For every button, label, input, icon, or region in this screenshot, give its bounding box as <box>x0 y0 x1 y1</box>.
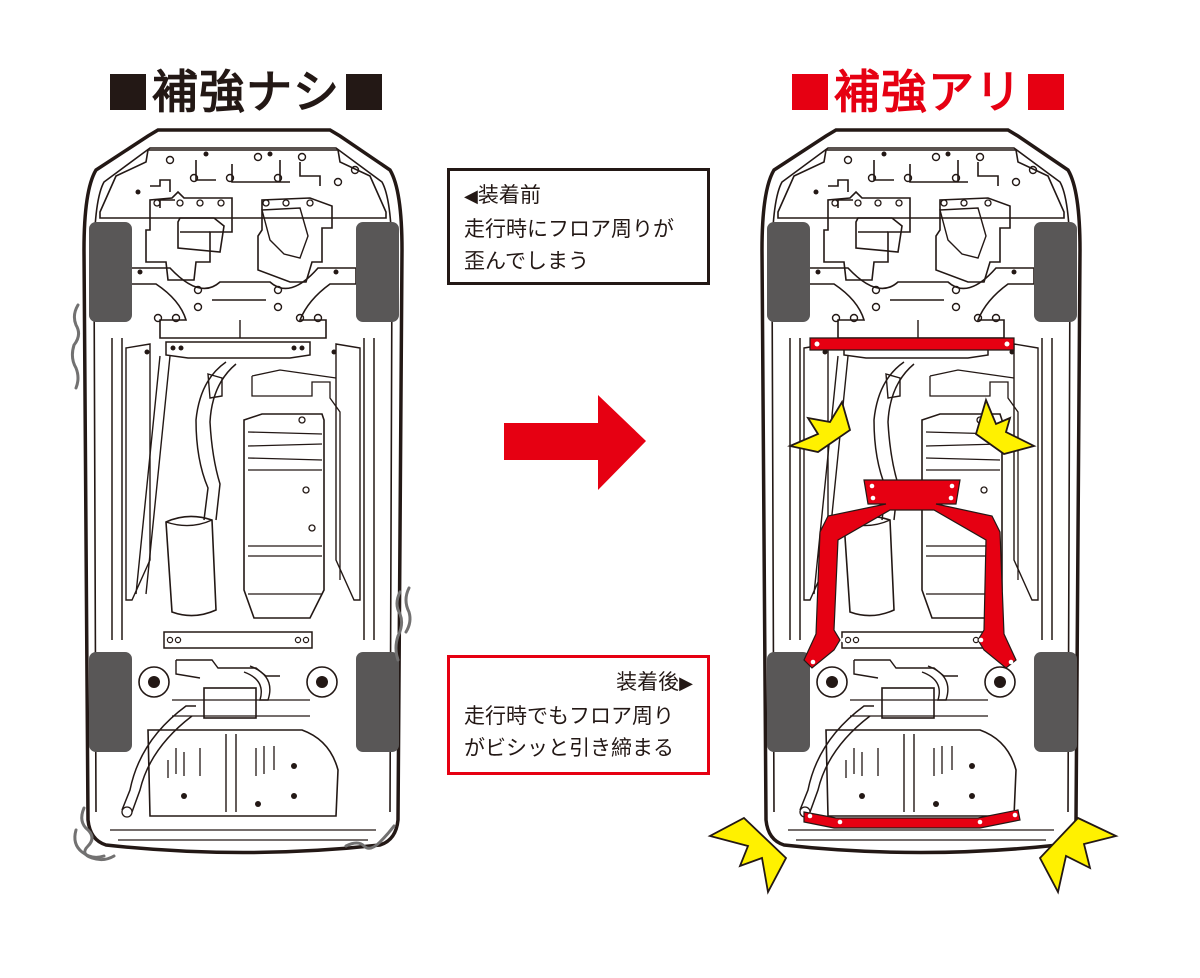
car-underbody-without-reinforcement <box>82 128 404 855</box>
burst-icon <box>787 399 852 453</box>
left-triangle-icon: ◀ <box>464 186 478 207</box>
heading-text: 補強ナシ <box>152 65 340 119</box>
reinforcement-braces <box>803 337 1021 829</box>
heading-text: 補強アリ <box>834 65 1022 119</box>
note-line: 走行時でもフロア周り <box>464 704 674 728</box>
note-after-install: 装着後▶ 走行時でもフロア周り がビシッと引き締まる <box>447 655 710 775</box>
burst-icon <box>974 397 1037 455</box>
square-bullet-icon <box>792 74 828 110</box>
note-before-install: ◀装着前 走行時にフロア周りが 歪んでしまう <box>447 168 710 285</box>
note-line: がビシッと引き締まる <box>464 736 674 760</box>
center-h-brace <box>803 479 1017 669</box>
square-bullet-icon <box>110 74 146 110</box>
right-triangle-icon: ▶ <box>679 673 693 694</box>
right-arrow-icon <box>504 395 646 490</box>
square-bullet-icon <box>1028 74 1064 110</box>
burst-icon <box>707 816 788 895</box>
heading-with-reinforcement: 補強アリ <box>786 62 1070 122</box>
rear-floor-bar <box>803 809 1021 829</box>
note-line: 走行時にフロア周りが <box>464 217 674 241</box>
rigidity-highlight-bursts <box>707 397 1119 895</box>
heading-without-reinforcement: 補強ナシ <box>104 62 388 122</box>
front-floor-bar <box>809 337 1015 351</box>
note-title: 装着前 <box>477 183 541 207</box>
note-line: 歪んでしまう <box>464 249 589 273</box>
note-title: 装着後 <box>616 670 680 694</box>
burst-icon <box>1038 816 1119 895</box>
square-bullet-icon <box>346 74 382 110</box>
vibration-marks <box>70 303 412 862</box>
